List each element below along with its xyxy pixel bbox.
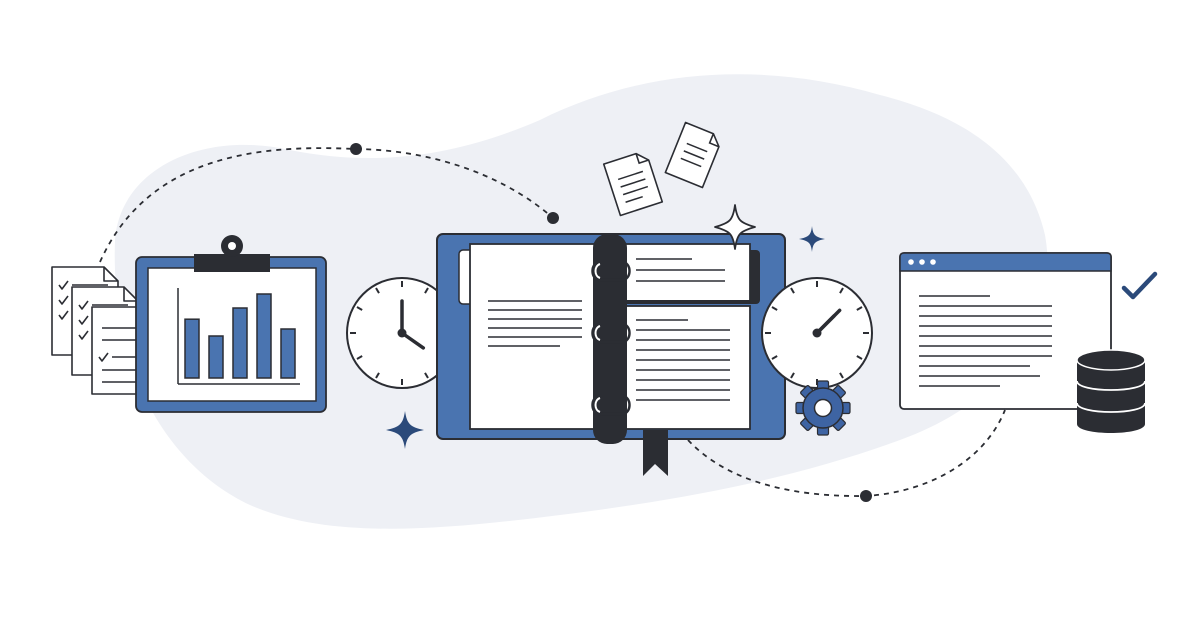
clock-tick <box>424 372 429 379</box>
clock-icon <box>761 277 873 389</box>
browser-window-icon <box>899 252 1112 410</box>
clock-tick <box>356 355 363 360</box>
clock-tick <box>424 287 429 294</box>
chart-bar <box>184 318 200 379</box>
bar-group <box>184 293 296 379</box>
clock-tick <box>375 287 380 294</box>
connector-dot <box>350 143 362 155</box>
chart-bar <box>256 293 272 379</box>
clock-tick <box>856 306 863 311</box>
chart-bar <box>232 307 248 379</box>
checkmark-icon <box>1121 271 1158 300</box>
clock-tick <box>790 287 795 294</box>
paper-note-icon <box>664 121 720 189</box>
sparkle-icon <box>714 204 756 250</box>
clock-tick <box>771 306 778 311</box>
clock-tick <box>790 372 795 379</box>
window-dot-icon <box>930 259 936 265</box>
clock-tick <box>839 287 844 294</box>
clock-tick <box>856 355 863 360</box>
paper-note-icon <box>602 152 664 217</box>
dashed-connector-top <box>99 147 554 263</box>
bookmark-ribbon <box>643 430 668 476</box>
clock-tick <box>375 372 380 379</box>
clock-tick <box>356 306 363 311</box>
clock-tick <box>771 355 778 360</box>
clipboard-bar-chart-icon <box>135 235 327 413</box>
connector-dot <box>860 490 872 502</box>
sparkle-icon <box>386 411 424 449</box>
window-dot-icon <box>908 259 914 265</box>
connector-dot <box>547 212 559 224</box>
ring-binder-planner-icon <box>436 233 786 476</box>
chart-bar <box>208 335 224 379</box>
chart-bar <box>280 328 296 379</box>
database-icon <box>1076 349 1146 433</box>
sparkle-icon <box>799 226 825 252</box>
gear-icon <box>795 380 851 436</box>
window-dot-icon <box>919 259 925 265</box>
clock-tick <box>839 372 844 379</box>
